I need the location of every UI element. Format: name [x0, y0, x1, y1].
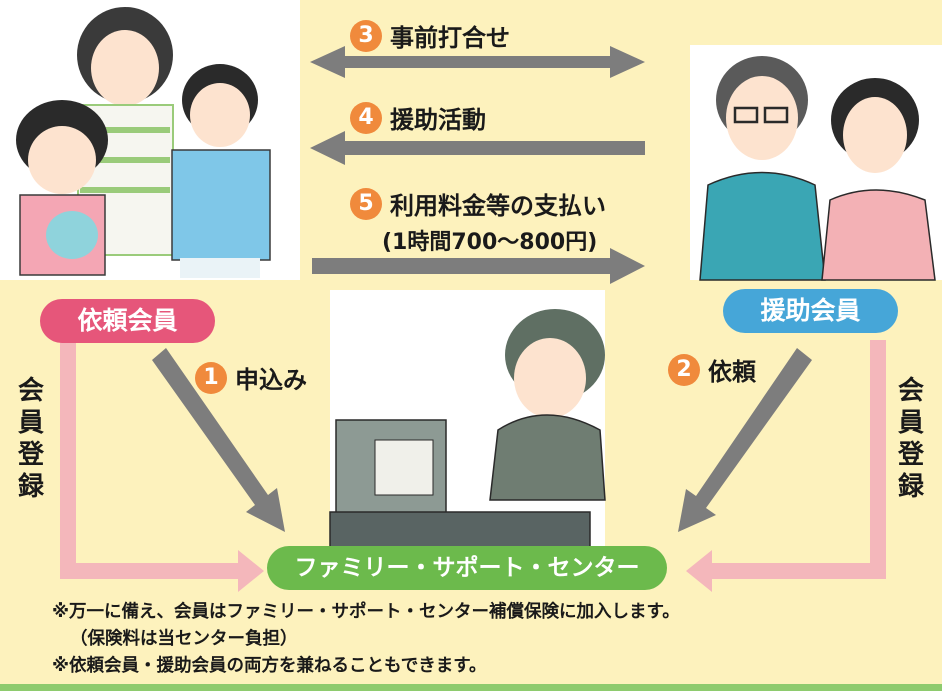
- center-operator-illustration: [329, 290, 606, 560]
- step-5-label: 5 利用料金等の支払い: [350, 186, 606, 221]
- family-illustration: [0, 0, 300, 280]
- arrow-application: [152, 348, 285, 532]
- arrow-payment: [312, 248, 645, 284]
- step-1-text: 申込み: [235, 366, 307, 394]
- step-3-text: 事前打合せ: [390, 24, 510, 52]
- registration-label-left: 会 員 登 録: [17, 376, 44, 502]
- bottom-bar: [0, 684, 942, 691]
- step-3-label: 3 事前打合せ: [350, 18, 510, 53]
- step-4-text: 援助活動: [390, 106, 486, 134]
- step-5-text: 利用料金等の支払い: [390, 192, 606, 220]
- step-5-number: 5: [350, 187, 382, 220]
- note-dual-membership: ※依頼会員・援助会員の両方を兼ねることもできます。: [52, 656, 487, 676]
- step-4-number: 4: [350, 101, 382, 134]
- note-insurance-cost: （保険料は当センター負担）: [70, 629, 298, 649]
- step-1-number: 1: [195, 361, 227, 394]
- step-2-label: 2 依頼: [668, 352, 756, 387]
- requesting-member-badge: 依頼会員: [40, 299, 215, 343]
- arrow-prior-meeting: [310, 46, 645, 78]
- note-insurance: ※万一に備え、会員はファミリー・サポート・センター補償保険に加入します。: [52, 602, 680, 622]
- registration-label-right: 会 員 登 録: [897, 376, 924, 502]
- arrow-registration-left: [60, 340, 264, 592]
- step-4-label: 4 援助活動: [350, 100, 486, 135]
- step-1-label: 1 申込み: [195, 360, 307, 395]
- helper-illustration: [690, 45, 942, 281]
- step-5-fee: (1時間700～800円): [382, 230, 598, 255]
- arrow-request: [678, 348, 812, 532]
- supporting-member-badge: 援助会員: [723, 289, 898, 333]
- step-3-number: 3: [350, 19, 382, 52]
- family-support-center-badge: ファミリー・サポート・センター: [267, 546, 667, 590]
- arrow-support-activity: [310, 131, 645, 165]
- step-2-number: 2: [668, 353, 700, 386]
- step-2-text: 依頼: [708, 358, 756, 386]
- arrow-registration-right: [686, 340, 886, 592]
